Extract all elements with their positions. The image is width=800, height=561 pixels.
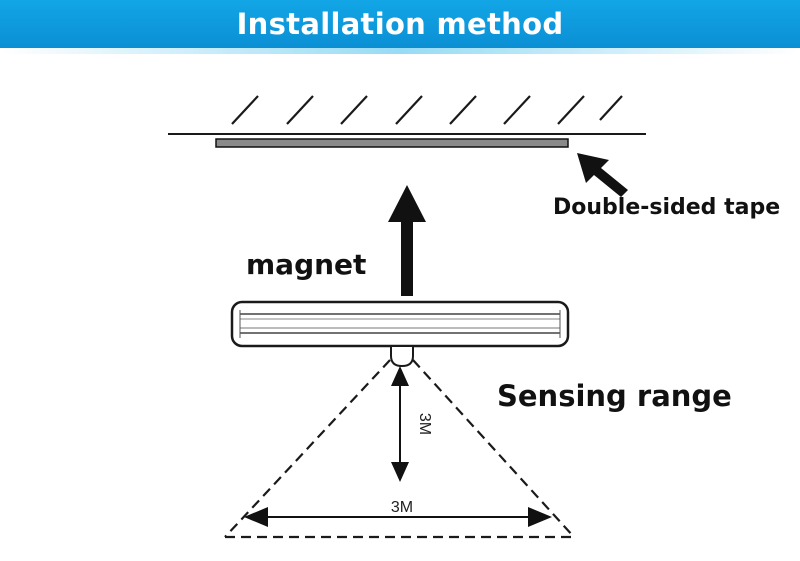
vertical-distance-label: 3M (416, 413, 433, 435)
page-title: Installation method (236, 7, 564, 41)
horizontal-dimension-arrow (244, 507, 552, 527)
mount-up-arrow (388, 185, 426, 296)
magnet-label: magnet (246, 248, 367, 281)
sensing-cone (224, 359, 575, 539)
tape-label: Double-sided tape (553, 195, 781, 220)
vertical-dimension-arrow (391, 366, 409, 482)
light-bar (230, 300, 570, 348)
motion-sensor (390, 345, 414, 368)
header-banner (0, 0, 800, 48)
header-glow (0, 48, 800, 54)
sensing-range-label: Sensing range (497, 379, 732, 413)
ceiling-hatch (231, 95, 623, 125)
tape-pointer-arrow (577, 153, 628, 197)
tape-strip (215, 138, 569, 148)
horizontal-distance-label: 3M (391, 499, 413, 516)
